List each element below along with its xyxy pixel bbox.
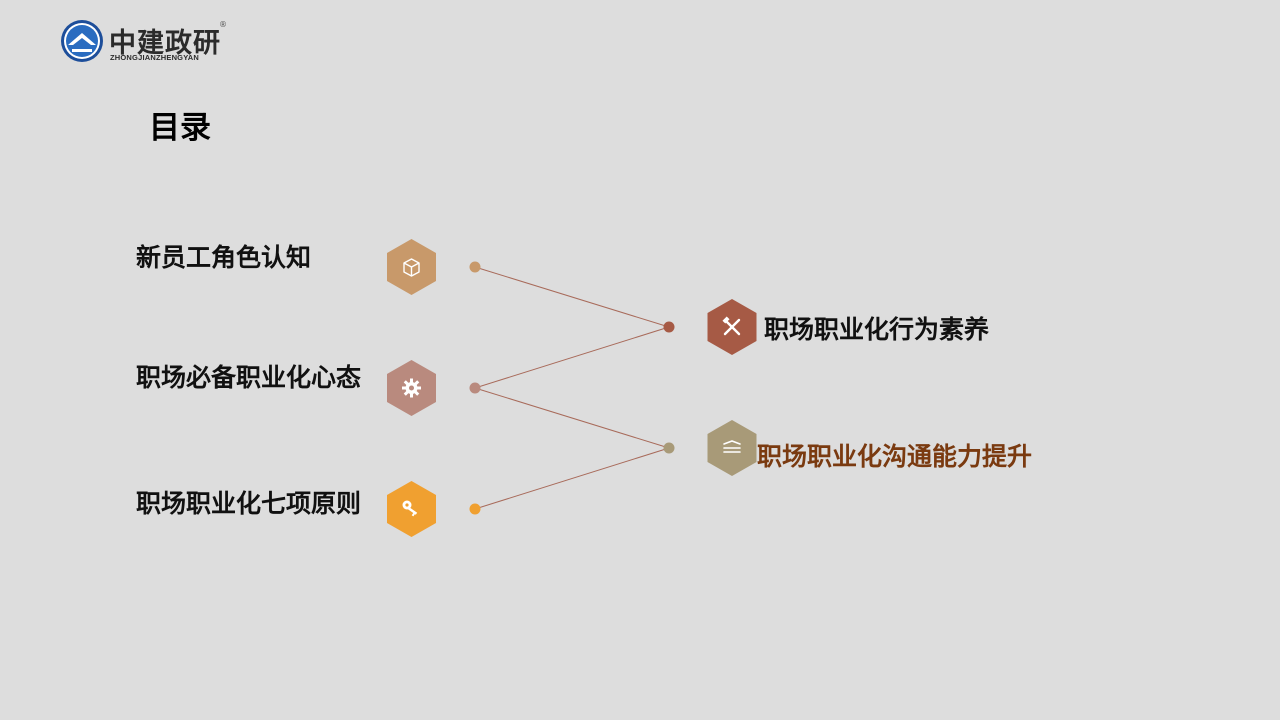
page-title: 目录 <box>149 110 211 146</box>
connector-dot-4 <box>663 321 675 333</box>
connector-line-1 <box>474 266 670 328</box>
logo-title: 中建政研 <box>109 28 221 59</box>
item-hexagon-3 <box>387 481 436 537</box>
connector-lines <box>474 266 670 510</box>
connector-line-4 <box>474 447 670 510</box>
connector-line-3 <box>474 387 670 449</box>
agenda-item-5-label: 职场职业化沟通能力提升 <box>757 442 1033 471</box>
zhongjian-emblem-icon <box>61 20 103 62</box>
agenda-item-4-label: 职场职业化行为素养 <box>764 315 990 344</box>
item-hexagon-1 <box>387 239 436 295</box>
logo-subtitle: ZHONGJIANZHENGYAN <box>110 53 199 62</box>
item-hexagon-5 <box>707 420 757 476</box>
connector-dot-5 <box>663 442 675 454</box>
agenda-item-1-label: 新员工角色认知 <box>136 243 312 272</box>
company-logo: 中建政研 ZHONGJIANZHENGYAN ® <box>60 19 230 65</box>
key-icon <box>402 500 418 517</box>
item-hexagon-2 <box>387 360 436 416</box>
layers-icon <box>723 440 741 453</box>
agenda-item-2-label: 职场必备职业化心态 <box>136 363 362 392</box>
connector-line-2 <box>474 326 670 389</box>
agenda-item-3-label: 职场职业化七项原则 <box>136 489 362 518</box>
logo-registered-mark: ® <box>219 20 227 29</box>
connector-dot-2 <box>469 382 481 394</box>
tools-icon <box>723 318 741 336</box>
item-hexagon-4 <box>707 299 757 355</box>
connector-dot-1 <box>469 261 481 273</box>
cube-icon <box>403 258 420 277</box>
connector-dot-3 <box>469 503 481 515</box>
gear-icon <box>402 378 421 398</box>
